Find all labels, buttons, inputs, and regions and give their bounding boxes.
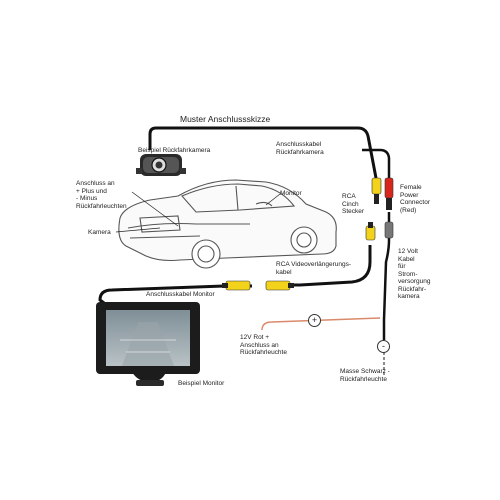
label-masse-schwarz: Masse Schwarz - Rückfahrleuchte xyxy=(340,368,390,383)
label-female-power: Female Power Connector (Red) xyxy=(400,184,430,214)
rca-plug-top xyxy=(371,177,382,204)
label-anschlusskabel-monitor: Anschlusskabel Monitor xyxy=(146,291,215,298)
label-12-volt: 12 Volt Kabel für Strom- versorgung Rück… xyxy=(398,248,431,300)
diagram-title: Muster Anschlussskizze xyxy=(180,114,271,124)
label-beispiel-kamera: Beispiel Rückfahrkamera xyxy=(138,147,211,154)
rca-coupling-left xyxy=(222,280,251,291)
label-anschlusskabel-kamera: Anschlusskabel Rückfahrkamera xyxy=(276,141,324,156)
label-monitor: Monitor xyxy=(280,190,302,197)
camera-cable xyxy=(148,126,391,179)
rca-coupling-right xyxy=(265,280,294,291)
female-power-connector xyxy=(384,177,394,210)
label-rca-verlaengerung: RCA Videoverlängerungs- kabel xyxy=(276,261,352,276)
pointer-lines xyxy=(115,191,281,233)
plus-wire xyxy=(261,317,381,331)
label-beispiel-monitor: Beispiel Monitor xyxy=(178,380,225,387)
label-rca-cinch: RCA Cinch Stecker xyxy=(342,193,365,215)
car-illustration xyxy=(118,179,337,269)
monitor-device xyxy=(96,302,200,386)
label-kamera: Kamera xyxy=(88,229,111,236)
label-12v-rot: 12V Rot + Anschluss an Rückfahrleuchte xyxy=(240,334,287,356)
power-cable xyxy=(382,212,391,340)
camera-device xyxy=(136,154,186,176)
rca-plug-bottom xyxy=(365,222,376,241)
plus-symbol: + xyxy=(308,314,321,327)
power-plug-bottom xyxy=(384,221,394,239)
minus-symbol: - xyxy=(377,340,390,353)
label-anschluss-plus-minus: Anschluss an + Plus und - Minus Rückfahr… xyxy=(76,180,127,210)
